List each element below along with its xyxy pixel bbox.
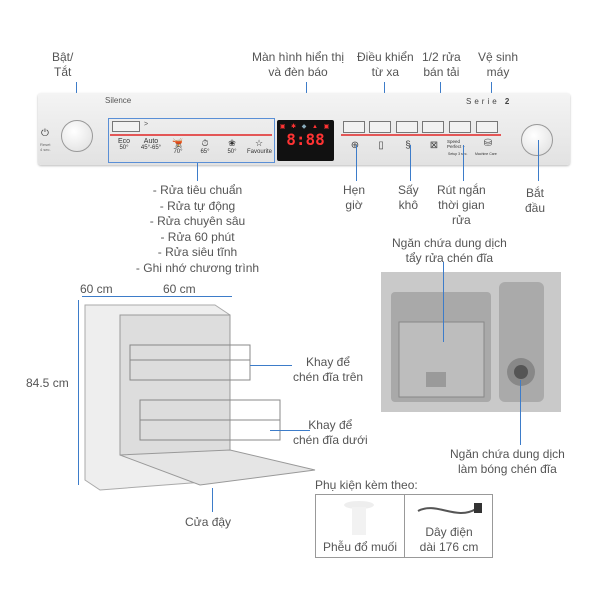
brand-label: Silence: [105, 96, 132, 105]
program-list-item: - Rửa siêu tĩnh: [157, 245, 238, 259]
program-list-item: - Rửa tiêu chuẩn: [152, 183, 243, 197]
program-icon: ⏱: [201, 138, 209, 148]
program-4[interactable]: ❀50°: [220, 138, 244, 155]
label-display: Màn hình hiển thị và đèn báo: [252, 50, 345, 79]
label-remote: Điều khiển từ xa: [357, 50, 414, 79]
dry-icon: §: [405, 140, 411, 151]
start-knob[interactable]: [521, 124, 553, 156]
program-5[interactable]: ☆Favourite: [247, 138, 273, 155]
timer-icon: ⊕: [350, 140, 360, 151]
accessory-funnel: Phễu đổ muối: [322, 540, 398, 554]
salt-funnel-neck: [352, 507, 366, 535]
program-list-item: - Ghi nhớ chương trình: [135, 260, 260, 275]
label-half-load: 1/2 rửa bán tải: [422, 50, 461, 79]
program-button[interactable]: [112, 121, 140, 132]
program-2[interactable]: 🫕70°: [166, 138, 190, 155]
dishwasher-illustration: [84, 304, 316, 491]
program-temp: 45°-65°: [140, 145, 162, 151]
program-list: - Rửa tiêu chuẩn- Rửa tự động- Rửa chuyê…: [120, 183, 275, 276]
indicator-lights: ▣ ✱ ◆ ▲ ▣: [279, 124, 332, 130]
program-3[interactable]: ⏱65°: [193, 138, 217, 155]
program-temp: 50°: [227, 149, 237, 155]
program-temp: 70°: [173, 149, 183, 155]
detergent-dispenser-photo: [381, 272, 561, 412]
label-machine-care: Vệ sinh máy: [478, 50, 519, 79]
display-screen: ▣ ✱ ◆ ▲ ▣ 8:88: [277, 120, 334, 161]
speed-perfect-button[interactable]: [449, 121, 471, 133]
reset-hint: Reset 4 sec.: [40, 142, 51, 152]
power-icon[interactable]: ⏻: [41, 128, 49, 139]
program-selector: [108, 118, 275, 163]
program-icon: ❀: [228, 138, 236, 148]
half-load-icon: ⊠: [429, 140, 439, 151]
display-digits: 8:88: [286, 130, 325, 149]
label-upper-rack: Khay để chén đĩa trên: [293, 355, 364, 384]
program-temp: 50°: [119, 145, 129, 151]
label-lower-rack: Khay để chén đĩa dưới: [293, 418, 368, 447]
program-name: Eco: [117, 138, 131, 145]
label-detergent: Ngăn chứa dung dịch tẩy rửa chén đĩa: [392, 236, 507, 265]
power-cord-image: [417, 503, 482, 514]
program-icon: ☆: [254, 138, 264, 148]
label-start: Bắt đầu: [525, 186, 546, 215]
options-led-bar: [341, 134, 501, 136]
dimension-height: 84.5 cm: [26, 376, 69, 390]
machine-care-button[interactable]: [476, 121, 498, 133]
timer-button[interactable]: [343, 121, 365, 133]
program-temp: Favourite: [247, 149, 273, 155]
program-led-bar: [110, 134, 272, 136]
program-list-item: - Rửa chuyên sâu: [149, 214, 246, 228]
series-label: Serie 2: [466, 97, 513, 106]
machine-care-text: Machine Care: [475, 152, 497, 156]
dimension-depth: 60 cm: [80, 282, 113, 296]
label-dry: Sấy khô: [398, 183, 419, 212]
program-list-item: - Rửa 60 phút: [160, 229, 235, 244]
power-knob[interactable]: [61, 120, 93, 152]
label-rinse-aid: Ngăn chứa dung dịch làm bóng chén đĩa: [450, 447, 565, 476]
label-shorten: Rút ngắn thời gian rửa: [437, 183, 486, 227]
program-temp: 65°: [200, 149, 210, 155]
label-power: Bật/ Tắt: [52, 50, 74, 79]
program-name: Auto: [143, 138, 159, 145]
accessories-title: Phụ kiện kèm theo:: [315, 478, 418, 492]
remote-icon: ▯: [378, 140, 384, 151]
accessories-box: Phễu đổ muối Dây điện dài 176 cm: [315, 494, 493, 558]
remote-button[interactable]: [369, 121, 391, 133]
label-door: Cửa đậy: [185, 515, 232, 529]
machine-care-icon: ⛁: [483, 138, 493, 149]
dry-button[interactable]: [396, 121, 418, 133]
label-timer: Hẹn giờ: [343, 183, 366, 212]
half-load-button[interactable]: [422, 121, 444, 133]
program-arrow: >: [144, 121, 149, 128]
dimension-width: 60 cm: [163, 282, 196, 296]
salt-funnel-image: [344, 501, 374, 509]
setup-text: Setup 3 sec.: [448, 152, 468, 156]
program-list-item: - Rửa tự động: [159, 198, 236, 213]
accessory-cord: Dây điện dài 176 cm: [419, 525, 479, 554]
program-icon: 🫕: [172, 138, 184, 148]
